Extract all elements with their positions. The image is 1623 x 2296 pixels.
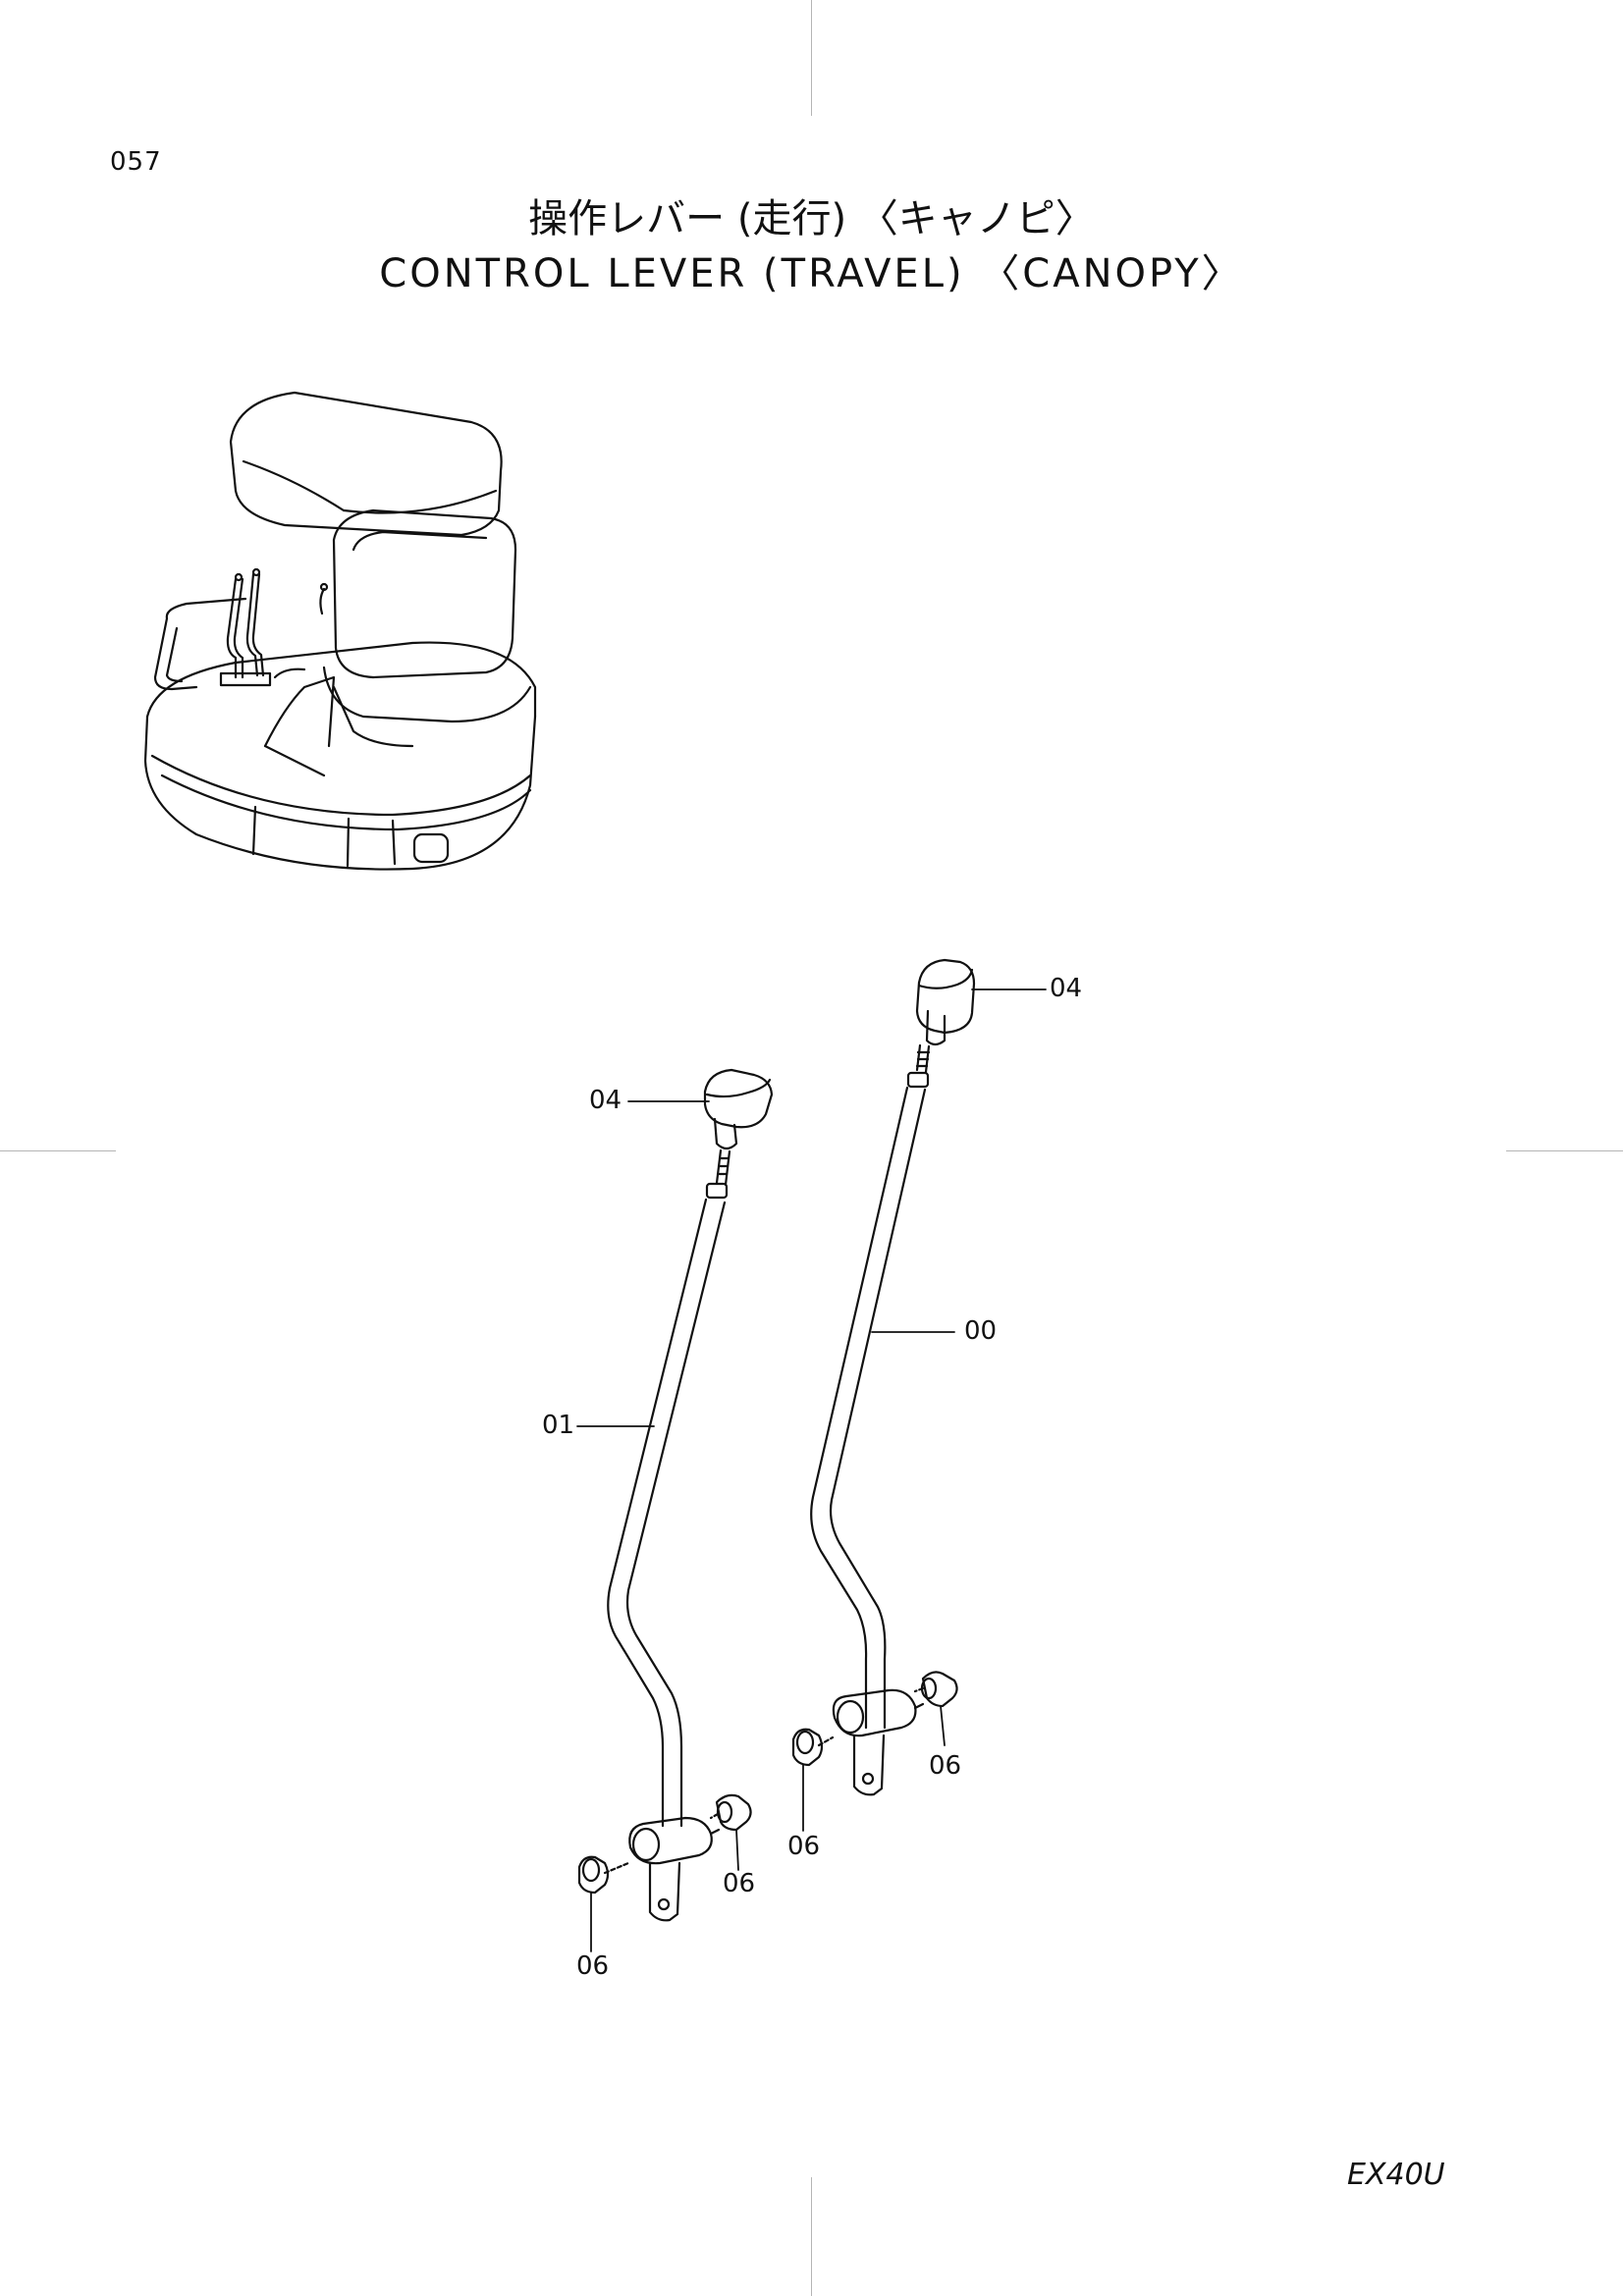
- handrail: [153, 597, 247, 691]
- bushing-right-upper: [921, 1671, 958, 1708]
- platform-access-panel: [412, 832, 450, 864]
- overview-travel-lever-left: [226, 577, 238, 679]
- lever-hub-left: [628, 1816, 713, 1865]
- lever-knob-left: [703, 1068, 774, 1129]
- machine-overview-illustration: [143, 391, 537, 871]
- callout-bushing-left-upper: 06: [723, 1869, 756, 1898]
- callout-knob-right: 04: [1050, 974, 1083, 1003]
- travel-lever-left-assembly: [577, 1068, 774, 1922]
- page-title-japanese: 操作レバー (走行) 〈キャノピ〉: [528, 196, 1095, 241]
- registration-mark-bottom: [811, 2177, 812, 2296]
- lever-rod-right: [810, 1086, 909, 1730]
- lever-rod-left: [607, 1198, 708, 1828]
- callout-bushing-right-lower: 06: [787, 1832, 821, 1861]
- lever-hub-right: [832, 1688, 917, 1737]
- page-number: 057: [110, 147, 162, 177]
- bushing-left-lower: [577, 1855, 610, 1895]
- seat-cushion: [229, 391, 503, 537]
- model-number: EX40U: [1347, 2158, 1445, 2192]
- callout-bushing-left-lower: 06: [576, 1951, 610, 1981]
- bushing-left-upper: [715, 1793, 752, 1832]
- callout-knob-left: 04: [589, 1086, 622, 1115]
- registration-mark-left: [0, 1150, 116, 1151]
- lever-knob-right: [915, 958, 976, 1035]
- travel-lever-right-assembly: [791, 958, 976, 1796]
- callout-bushing-right-upper: 06: [929, 1751, 962, 1781]
- registration-mark-right: [1506, 1150, 1623, 1151]
- platform-drum-top: [145, 641, 537, 719]
- overview-travel-lever-right: [245, 572, 259, 677]
- platform-drum-band: [150, 754, 532, 817]
- leader-bushing-right-upper: [940, 1705, 946, 1746]
- callout-lever-right: 00: [964, 1316, 998, 1346]
- seat-back: [332, 508, 517, 679]
- registration-mark-top: [811, 0, 812, 116]
- bushing-right-lower: [791, 1728, 824, 1767]
- platform-drum-body: [143, 715, 537, 871]
- page-title-english: CONTROL LEVER (TRAVEL) 〈CANOPY〉: [379, 251, 1244, 296]
- leader-bushing-left-upper: [735, 1829, 739, 1871]
- callout-lever-left: 01: [542, 1411, 575, 1440]
